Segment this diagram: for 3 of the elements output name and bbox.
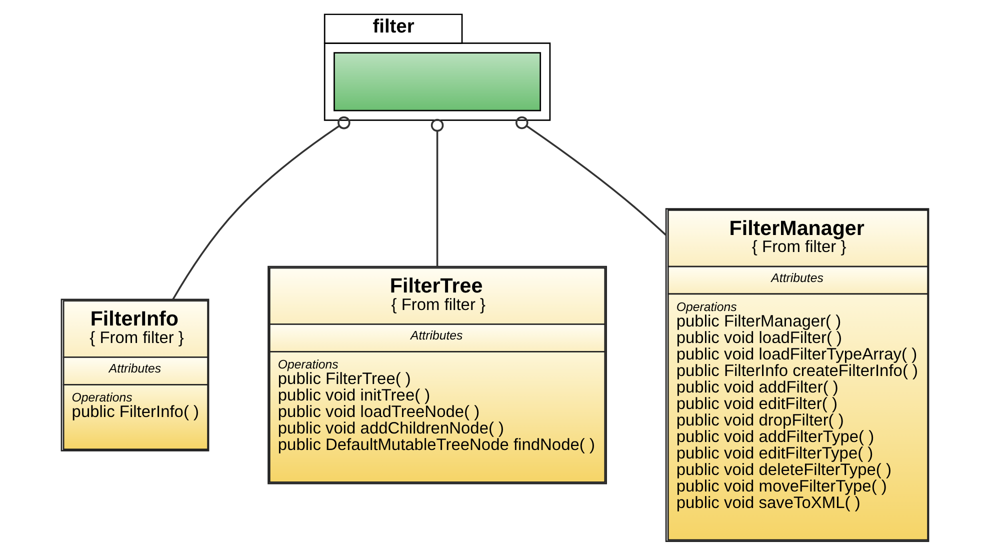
connector	[172, 116, 350, 300]
connector	[515, 116, 666, 236]
connector	[430, 118, 444, 266]
